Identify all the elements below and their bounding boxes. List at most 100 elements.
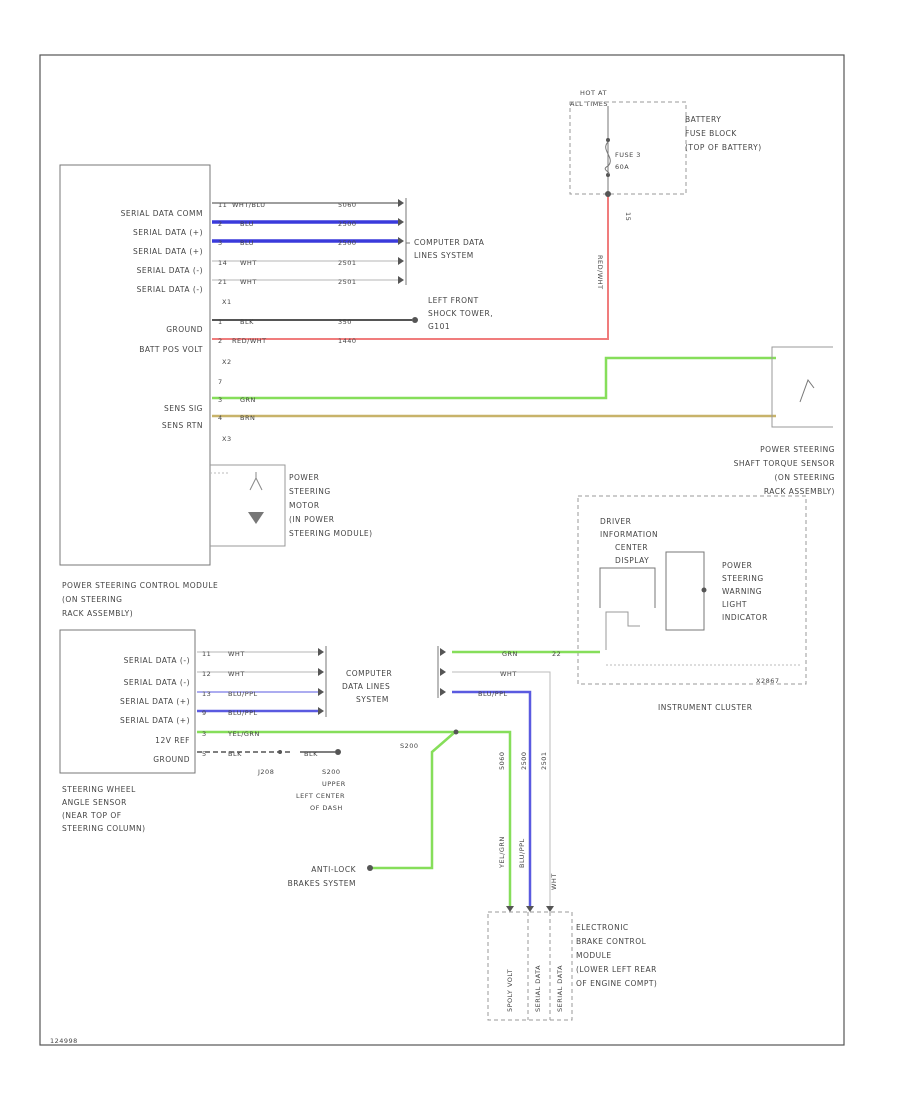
torque-title-3: (ON STEERING [775, 473, 836, 482]
arrow-2 [398, 237, 404, 245]
swas-color-yel-grn: YEL/GRN [227, 730, 260, 738]
pscm-title-3: RACK ASSEMBLY) [62, 609, 133, 618]
swas-arrow-2 [318, 688, 324, 696]
ebcm-title-3: MODULE [576, 951, 612, 960]
abs-connector-icon [367, 865, 373, 871]
pscm-wire-labels: 11 WHT/BLU 5060 2 BLU 2500 3 BLU 2500 14… [218, 201, 357, 422]
cluster-title: INSTRUMENT CLUSTER [658, 703, 752, 712]
swas-ground-wire: BLK [304, 750, 318, 758]
ground-ref-1: LEFT FRONT [428, 296, 479, 305]
swas-title-1: STEERING WHEEL [62, 785, 136, 794]
circuit-2501-b: 2501 [338, 278, 357, 286]
color-brn: BRN [240, 414, 255, 422]
arrow-1 [398, 218, 404, 226]
color-blu-b: BLU [240, 239, 254, 247]
swas-box [59, 629, 196, 774]
ebcm-arrow-1 [526, 906, 534, 912]
cluster-arrow-0 [440, 648, 446, 656]
pscm-pin-3-label: SERIAL DATA (-) [137, 266, 203, 275]
swas-color-wht-b: WHT [228, 670, 245, 678]
dic-label-1: DRIVER [600, 517, 631, 526]
cluster-arrow-2 [440, 688, 446, 696]
torque-title-2: SHAFT TORQUE SENSOR [734, 459, 835, 468]
motor-terminal-icon [249, 472, 263, 491]
pin-3: 3 [218, 239, 223, 247]
instrument-cluster-box [577, 495, 807, 685]
splice-label: S200 [400, 742, 419, 750]
swas-pin-1-label: SERIAL DATA (-) [124, 678, 190, 687]
swas-ground-ref-1: S200 [322, 768, 341, 776]
dic-display-box [599, 567, 656, 608]
ebcm-circuit-0: 5060 [498, 751, 506, 770]
pscm-pin-6-label: BATT POS VOLT [139, 345, 203, 354]
swas-color-blk: BLK [228, 750, 242, 758]
fuse-terminal-bottom [606, 173, 610, 177]
pscm-connector-arrows [398, 199, 404, 284]
swas-pin-11: 11 [202, 650, 211, 658]
cluster-arrow-1 [440, 668, 446, 676]
cluster-wht-label: WHT [500, 670, 517, 678]
cluster-connector-arrows [440, 648, 446, 696]
pscm-wires [212, 195, 776, 418]
swas-pin-3: 3 [202, 730, 207, 738]
warning-light-terminal [701, 587, 707, 593]
warning-label-5: INDICATOR [722, 613, 768, 622]
arrow-0 [398, 199, 404, 207]
swas-pin-3-label: SERIAL DATA (+) [120, 716, 190, 725]
connector-x3: X3 [222, 435, 232, 443]
ebcm-arrow-0 [506, 906, 514, 912]
pin-14: 14 [218, 259, 227, 267]
ebcm-connector-arrows [506, 906, 554, 912]
cluster-blu-label: BLU/PPL [478, 690, 508, 698]
swas-pin-13: 13 [202, 690, 211, 698]
swas-pin-12: 12 [202, 670, 211, 678]
motor-label-5: STEERING MODULE) [289, 529, 373, 538]
fuse-rating: 60A [615, 163, 629, 171]
swas-arrow-1 [318, 668, 324, 676]
wire-yel-grn-to-abs [372, 731, 456, 870]
footer-code: 124998 [50, 1037, 78, 1045]
pscm-connector-labels: X1 X2 7 X3 [218, 298, 232, 443]
circuit-5060: 5060 [338, 201, 357, 209]
pin-11: 11 [218, 201, 227, 209]
swas-color-blu-b: BLU/PPL [228, 709, 258, 717]
swas-ground-id: J208 [257, 768, 274, 776]
wire-wht-cluster [452, 671, 551, 910]
wire-grn-sens-sig [212, 356, 776, 400]
torque-sensor-box [771, 346, 833, 428]
swas-pin-labels: SERIAL DATA (-) SERIAL DATA (-) SERIAL D… [120, 656, 190, 764]
swas-ground-junction [278, 750, 282, 754]
ebcm-circuit-2: 2501 [540, 751, 548, 770]
abs-label-1: ANTI-LOCK [311, 865, 356, 874]
swas-computer-data-2: DATA LINES [342, 682, 390, 691]
fuse-terminal-top [606, 138, 610, 142]
wire-red-wht-1440 [212, 195, 609, 340]
ebcm-wire-2: WHT [550, 873, 558, 890]
circuit-2501-a: 2501 [338, 259, 357, 267]
ebcm-title-1: ELECTRONIC [576, 923, 629, 932]
ebcm-title-5: OF ENGINE COMPT) [576, 979, 657, 988]
pscm-pin-8-label: SENS RTN [162, 421, 203, 430]
pin-4-rtn: 4 [218, 414, 223, 422]
ebcm-pin-2: SERIAL DATA [556, 965, 564, 1012]
swas-pin-2-label: SERIAL DATA (+) [120, 697, 190, 706]
hot-at-label: HOT AT [580, 89, 607, 97]
cluster-grn-label: GRN [502, 650, 518, 658]
ground-g101-icon [412, 317, 418, 323]
battery-pin: 15 [624, 212, 632, 221]
splice-s200-icon [453, 729, 459, 735]
swas-pin-9: 9 [202, 709, 207, 717]
cluster-internal-wire [605, 611, 640, 650]
fuse-name: FUSE 3 [615, 151, 641, 159]
motor-label-3: MOTOR [289, 501, 320, 510]
pscm-pin-0-label: SERIAL DATA COMM [121, 209, 203, 218]
fuse-output-terminal [605, 191, 611, 197]
swas-pin-5-label: GROUND [153, 755, 190, 764]
dic-label-4: DISPLAY [615, 556, 649, 565]
color-blk: BLK [240, 318, 254, 326]
color-wht-blu: WHT/BLU [232, 201, 266, 209]
ebcm-circuit-1: 2500 [520, 751, 528, 770]
wire-blu-ppl-cluster [452, 690, 532, 910]
computer-data-label-2: LINES SYSTEM [414, 251, 474, 260]
